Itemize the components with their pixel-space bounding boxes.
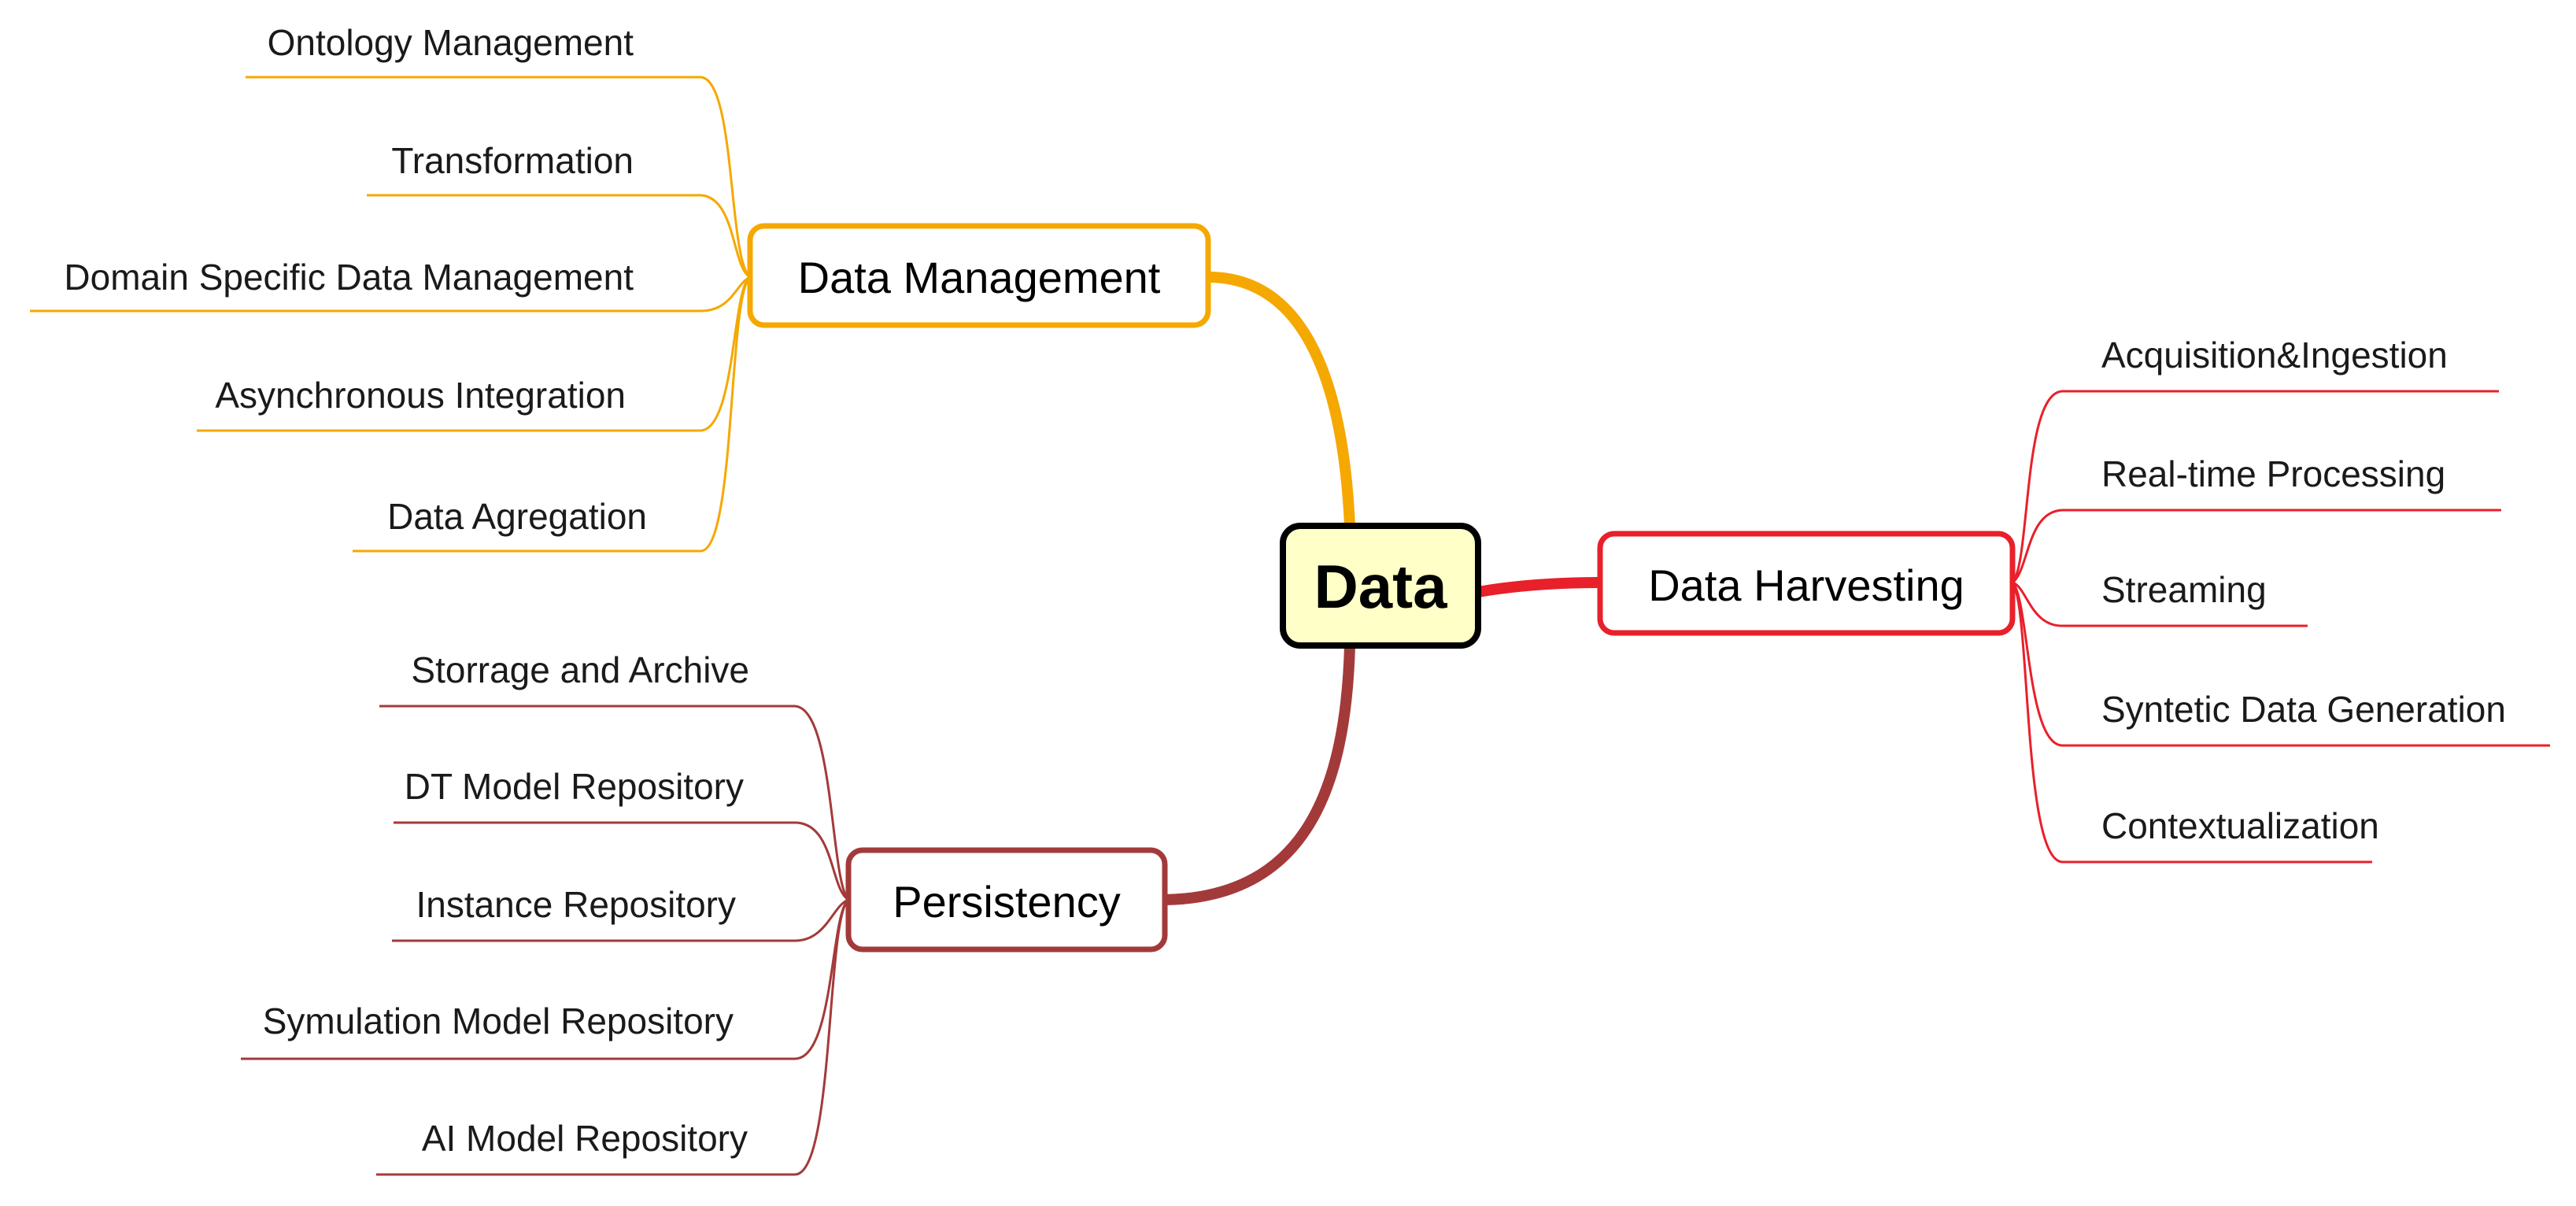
node-label-data-management: Data Management <box>798 253 1161 302</box>
leaf-connector <box>392 898 849 942</box>
leaf-label: Domain Specific Data Management <box>64 257 634 298</box>
leaf-label: AI Model Repository <box>422 1118 748 1159</box>
connector-data-management <box>1203 272 1355 531</box>
leaf-label: Symulation Model Repository <box>263 1001 734 1041</box>
leaf-label: Instance Repository <box>416 884 736 925</box>
persistency-leaves: Storrage and Archive DT Model Repository… <box>241 649 850 1176</box>
node-label-data-harvesting: Data Harvesting <box>1648 560 1964 610</box>
leaf-connector <box>379 705 850 901</box>
node-label-persistency: Persistency <box>893 877 1120 927</box>
leaf-connector <box>30 276 751 313</box>
leaf-label: Transformation <box>391 140 634 181</box>
leaf-connector <box>2011 509 2501 584</box>
node-box <box>747 223 1211 328</box>
leaf-label: Acquisition&Ingestion <box>2101 335 2448 375</box>
leaf-label: Contextualization <box>2101 805 2379 846</box>
leaf-connector <box>353 276 752 553</box>
node-box <box>1597 531 2016 636</box>
leaf-label: Ontology Management <box>268 22 634 63</box>
leaf-label: Storrage and Archive <box>411 649 749 690</box>
node-persistency[interactable]: Persistency <box>845 847 1168 953</box>
center-box <box>1280 523 1481 649</box>
leaf-label: Streaming <box>2101 569 2267 610</box>
node-box <box>845 847 1168 953</box>
node-center-data[interactable]: Data <box>1280 523 1481 649</box>
leaf-connector <box>367 194 751 279</box>
leaf-label: Data Agregation <box>387 496 647 537</box>
leaf-connector <box>2011 582 2372 864</box>
leaf-connector <box>376 898 850 1176</box>
leaf-label: Real-time Processing <box>2101 453 2445 494</box>
node-data-management[interactable]: Data Management <box>747 223 1211 328</box>
node-data-harvesting[interactable]: Data Harvesting <box>1597 531 2016 636</box>
leaf-connector <box>2011 581 2550 747</box>
leaf-label: Asynchronous Integration <box>215 375 626 416</box>
connector-persistency <box>1159 640 1355 905</box>
leaf-label: DT Model Repository <box>405 766 744 807</box>
data-management-leaves: Ontology Management Transformation Domai… <box>30 22 752 553</box>
center-label: Data <box>1314 552 1447 621</box>
leaf-connector <box>246 76 752 279</box>
data-harvesting-leaves: Acquisition&Ingestion Real-time Processi… <box>2011 335 2550 864</box>
leaf-connector <box>2011 390 2499 584</box>
leaf-connector <box>394 821 849 901</box>
leaf-connector <box>2012 581 2308 627</box>
leaf-label: Syntetic Data Generation <box>2101 689 2506 730</box>
connector-data-harvesting <box>1473 577 1606 597</box>
